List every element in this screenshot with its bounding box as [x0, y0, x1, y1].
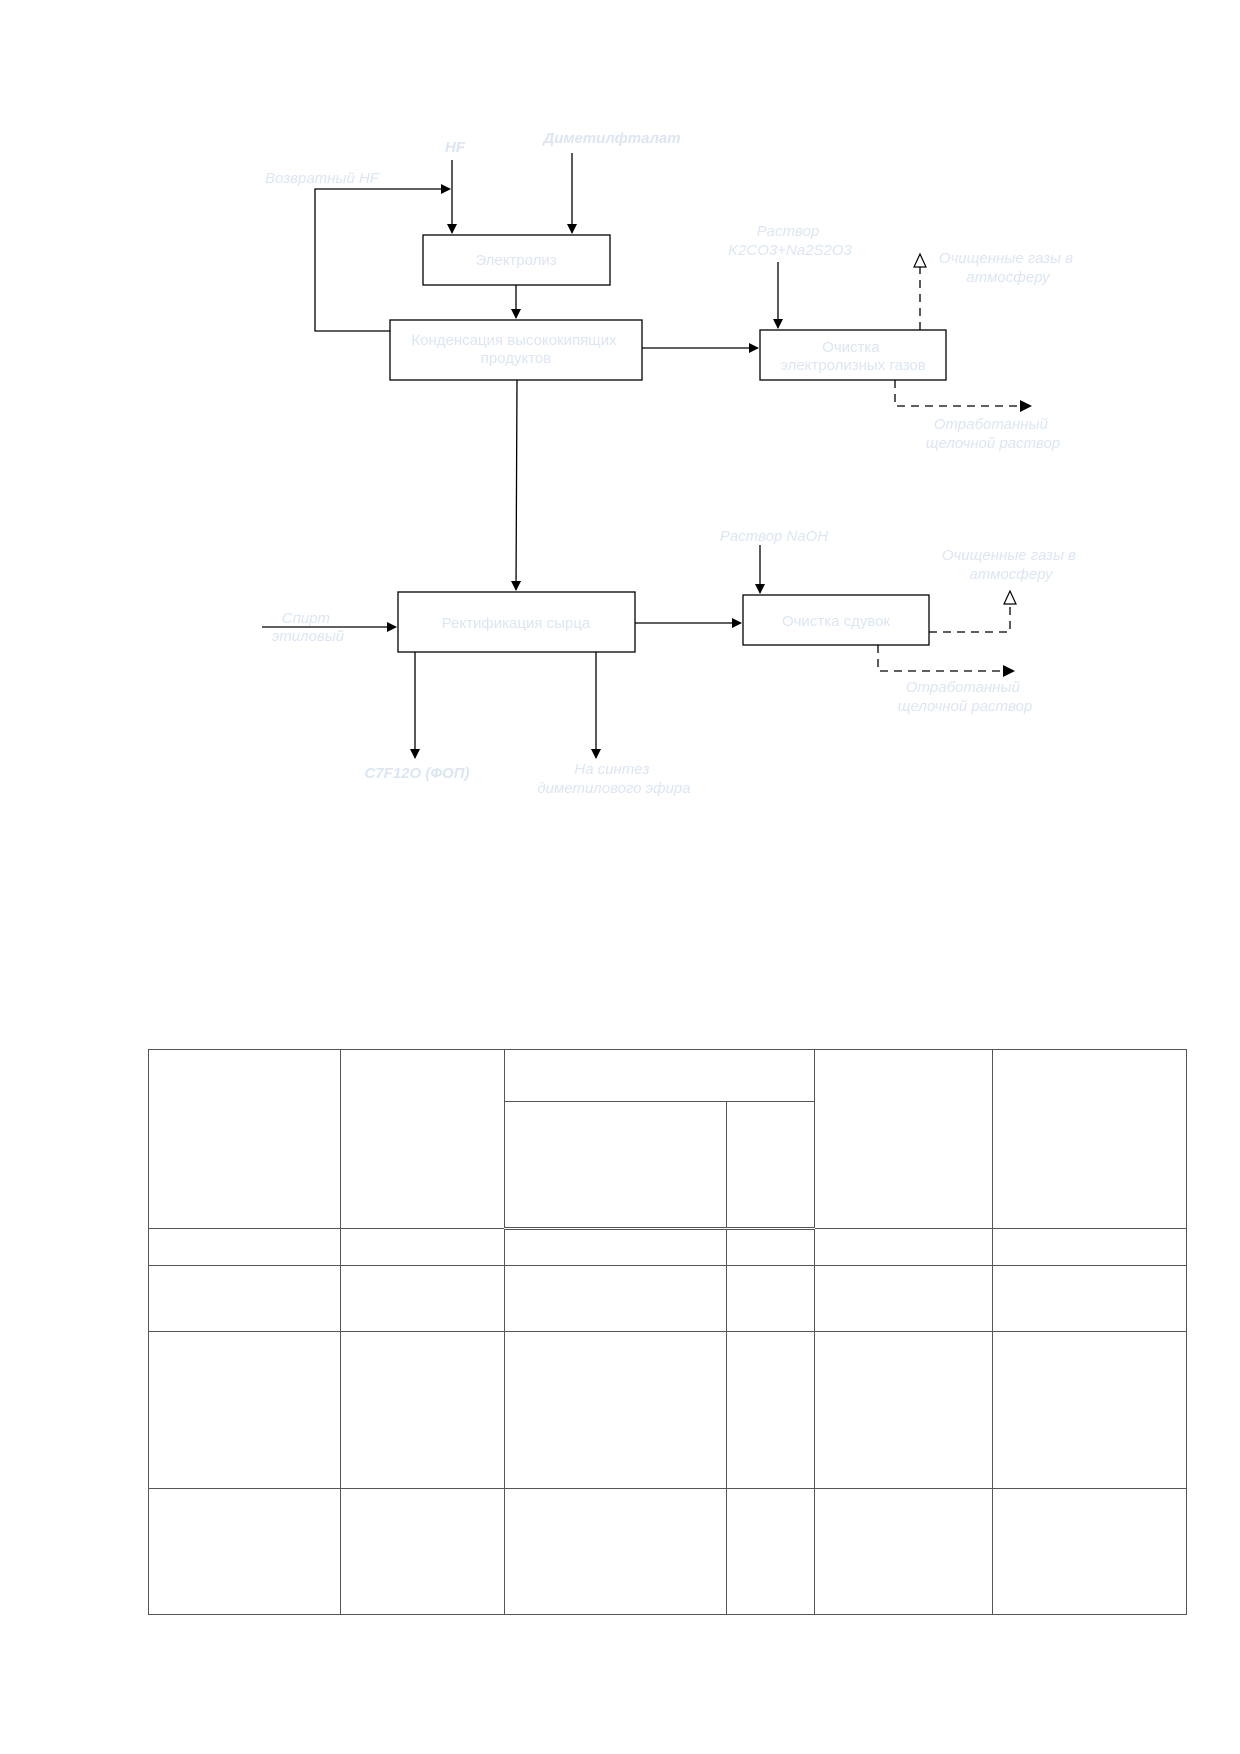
table-row: [148, 1488, 1187, 1615]
table-cell: [726, 1488, 815, 1615]
rectification-label: Ректификация сырца: [442, 615, 591, 632]
output-to-synthesis-label: На синтез диметилового эфира: [537, 761, 690, 797]
purified-gases-2-arrowhead: [1003, 589, 1017, 605]
table-cell: [814, 1228, 993, 1266]
electrolysis-box: [422, 234, 611, 286]
purified-gases-2-line: [929, 604, 1011, 633]
table-cell: [726, 1228, 815, 1266]
table-cell: [814, 1265, 993, 1332]
input-dimethyl-phthalate-label: Диметилфталат: [541, 130, 680, 147]
table-cell: [992, 1265, 1187, 1332]
blowoff-purification-label: Очистка сдувок: [782, 613, 891, 630]
input-solution-naoh-label: Раствор NaOH: [720, 528, 829, 545]
table-cell: [992, 1488, 1187, 1615]
input-return-hf-label: Возвратный HF: [265, 170, 380, 187]
table-cell: [340, 1265, 505, 1332]
gas-purification-box: [759, 329, 947, 381]
header-cell: [992, 1049, 1187, 1229]
table-cell: [992, 1228, 1187, 1266]
output-purified-gases-1-label: Очищенные газы в атмосферу: [939, 250, 1077, 286]
output-product-label: C7F12O (ФОП): [364, 765, 469, 782]
header-cell: [340, 1049, 505, 1229]
table-cell: [814, 1488, 993, 1615]
table-cell: [726, 1265, 815, 1332]
table-cell: [148, 1488, 341, 1615]
table-cell: [504, 1488, 727, 1615]
condensation-box: [389, 319, 643, 381]
return-hf-loop: [314, 184, 451, 332]
table-cell: [504, 1265, 727, 1332]
table-cell: [814, 1331, 993, 1489]
table-cell: [340, 1488, 505, 1615]
spent-alkali-1-line: [894, 380, 1020, 407]
output-purified-gases-2-label: Очищенные газы в атмосферу: [942, 547, 1080, 583]
table-cell: [992, 1331, 1187, 1489]
spent-alkali-1-arrowhead: [1020, 400, 1032, 412]
rectification-box: [397, 591, 636, 653]
spent-alkali-2-line: [877, 645, 1003, 672]
output-spent-alkali-2-label: Отработанный щелочной раствор: [898, 679, 1032, 715]
table-cell: [726, 1331, 815, 1489]
gas-purification-label: Очистка электролизных газов: [780, 339, 925, 374]
table-cell: [340, 1331, 505, 1489]
table-row: [148, 1331, 1187, 1489]
table-cell: [504, 1331, 727, 1489]
input-hf-label: HF: [445, 139, 466, 156]
table-row: [148, 1228, 1187, 1266]
electrolysis-label: Электролиз: [475, 252, 556, 269]
input-ethyl-alcohol-label: Спирт этиловый: [272, 610, 345, 645]
header-cell: [148, 1049, 341, 1229]
table-cell: [340, 1228, 505, 1266]
purified-gases-1-arrowhead: [913, 252, 927, 268]
table-row: [148, 1265, 1187, 1332]
condensation-label: Конденсация высококипящих продуктов: [411, 332, 620, 367]
process-flow-diagram: HF Диметилфталат Возвратный HF Электроли…: [262, 130, 1080, 797]
spent-alkali-2-arrowhead: [1003, 665, 1015, 677]
subheader-cell: [504, 1101, 727, 1230]
table-cell: [148, 1228, 341, 1266]
table-cell: [148, 1265, 341, 1332]
subheader-cell: [726, 1101, 815, 1230]
input-solution-k2co3-label: Раствор K2CO3+Na2S2O3: [728, 223, 852, 259]
data-table: [148, 1049, 1187, 1615]
blowoff-purification-box: [742, 594, 930, 646]
table-cell: [504, 1228, 727, 1266]
table-header-row: [148, 1049, 1187, 1229]
output-spent-alkali-1-label: Отработанный щелочной раствор: [926, 416, 1060, 452]
table-subheader-row: [149, 1101, 1187, 1230]
condensation-to-rectification-arrow: [511, 379, 522, 591]
table-cell: [148, 1331, 341, 1489]
header-cell: [814, 1049, 993, 1229]
header-group-cell: [504, 1049, 815, 1102]
